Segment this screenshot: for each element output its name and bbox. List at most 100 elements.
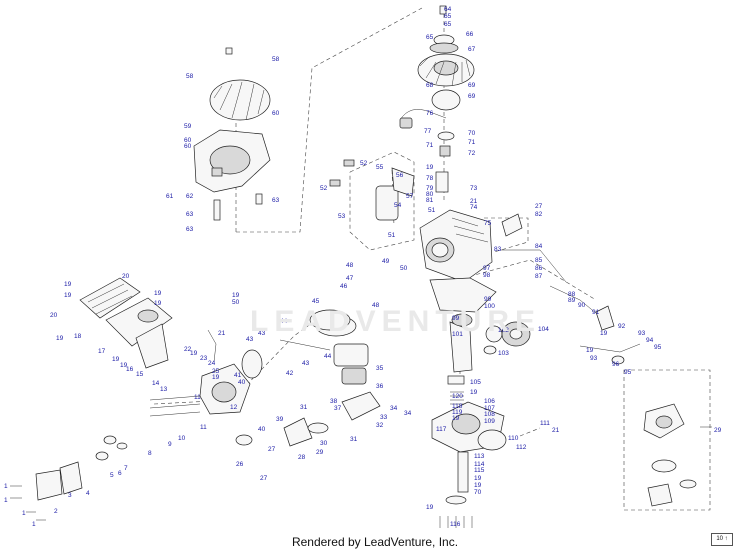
- footer-credit: Rendered by LeadVenture, Inc.: [291, 535, 459, 549]
- part-callout: 62: [186, 193, 194, 200]
- governor-linkage: [549, 285, 641, 365]
- part-callout: 116: [450, 521, 461, 528]
- part-callout: 65: [444, 21, 452, 28]
- part-callout: 105: [470, 379, 481, 386]
- part-callout: 19: [212, 374, 220, 381]
- part-callout: 95: [624, 369, 632, 376]
- part-callout: 114: [474, 461, 485, 468]
- part-callout: 5: [110, 472, 114, 479]
- part-callout: 85: [535, 257, 543, 264]
- part-callout: 118: [452, 403, 463, 410]
- part-callout: 19: [470, 389, 478, 396]
- part-callout: 76: [426, 110, 434, 117]
- part-callout: 72: [468, 150, 476, 157]
- part-callout: 20: [50, 312, 58, 319]
- part-callout: 34: [404, 410, 412, 417]
- part-callout: 77: [424, 128, 432, 135]
- part-callout: 36: [376, 383, 384, 390]
- part-callout: 24: [208, 360, 216, 367]
- part-callout: 26: [236, 461, 244, 468]
- part-callout: 22: [184, 346, 192, 353]
- cylinder-head-assembly: [199, 309, 381, 447]
- part-callout: 19: [190, 350, 198, 357]
- part-callout: 81: [426, 197, 434, 204]
- part-callout: 84: [535, 243, 543, 250]
- part-callout: 68: [426, 82, 434, 89]
- part-callout: 60: [184, 137, 192, 144]
- part-callout: 80: [426, 191, 434, 198]
- part-callout: 93: [590, 355, 598, 362]
- part-callout: 7: [124, 465, 128, 472]
- part-callout: 27: [268, 446, 276, 453]
- part-callout: 78: [426, 175, 434, 182]
- part-callout: 63: [186, 226, 194, 233]
- valve-train-parts: [10, 395, 201, 521]
- part-callout: 50: [400, 265, 408, 272]
- part-callout: 107: [484, 405, 495, 412]
- part-callout: 110: [508, 435, 519, 442]
- part-callout: 6: [118, 470, 122, 477]
- part-callout: 33: [380, 414, 388, 421]
- part-callout: 19: [426, 164, 434, 171]
- part-callout: 14: [152, 380, 160, 387]
- part-callout: 61: [166, 193, 174, 200]
- part-callout: 66: [466, 31, 474, 38]
- part-callout: 59: [184, 123, 192, 130]
- crankshaft-assembly: [449, 313, 531, 373]
- part-callout: 69: [468, 82, 476, 89]
- part-callout: 19: [600, 330, 608, 337]
- part-callout: 18: [74, 333, 82, 340]
- part-callout: 45: [312, 298, 320, 305]
- part-callout: 1: [4, 483, 8, 490]
- part-callout: 8: [148, 450, 152, 457]
- part-callout: 28: [298, 454, 306, 461]
- part-callout: 11: [200, 424, 207, 431]
- part-callout: 40: [258, 426, 266, 433]
- part-callout: 31: [300, 404, 308, 411]
- part-callout: 19: [112, 356, 120, 363]
- part-callout: 12: [230, 404, 238, 411]
- part-callout: 38: [330, 398, 338, 405]
- part-callout: 29: [316, 449, 324, 456]
- part-callout: 27: [260, 475, 268, 482]
- part-callout: 103: [498, 350, 509, 357]
- part-callout: 101: [452, 331, 463, 338]
- blower-housing-assembly: [193, 47, 271, 221]
- crankcase-cover: [431, 375, 507, 528]
- part-callout: 31: [350, 436, 358, 443]
- part-callout: 19: [154, 300, 162, 307]
- part-callout: 57: [406, 193, 414, 200]
- part-callout: 27: [535, 203, 543, 210]
- part-callout: 95: [654, 344, 662, 351]
- part-callout: 19: [232, 292, 240, 299]
- part-callout: 39: [276, 416, 284, 423]
- part-callout: 19: [120, 362, 128, 369]
- part-callout: 65: [444, 13, 452, 20]
- part-callout: 90: [578, 302, 586, 309]
- part-callout: 52: [360, 160, 368, 167]
- part-callout: 53: [338, 213, 346, 220]
- part-callout: 108: [484, 411, 495, 418]
- ignition-coil-assembly: [329, 159, 415, 221]
- part-callout: 88: [568, 291, 576, 298]
- part-callout: 9: [168, 441, 172, 448]
- part-callout: 58: [186, 73, 194, 80]
- part-callout: 47: [346, 275, 354, 282]
- part-callout: 21: [470, 198, 478, 205]
- part-callout: 32: [376, 422, 384, 429]
- part-callout: 98: [483, 272, 491, 279]
- part-callout: 46: [340, 283, 348, 290]
- part-callout: 93: [638, 330, 646, 337]
- part-callout: 49: [382, 258, 390, 265]
- part-callout: 120: [452, 393, 463, 400]
- part-callout: 60: [184, 143, 192, 150]
- part-callout: 117: [436, 426, 447, 433]
- part-callout: 73: [470, 185, 478, 192]
- inset-carburetor-box: [623, 369, 711, 511]
- part-callout: 43: [258, 330, 266, 337]
- part-callout: 64: [444, 6, 452, 13]
- part-callout: 3: [68, 492, 72, 499]
- part-callout: 79: [426, 185, 434, 192]
